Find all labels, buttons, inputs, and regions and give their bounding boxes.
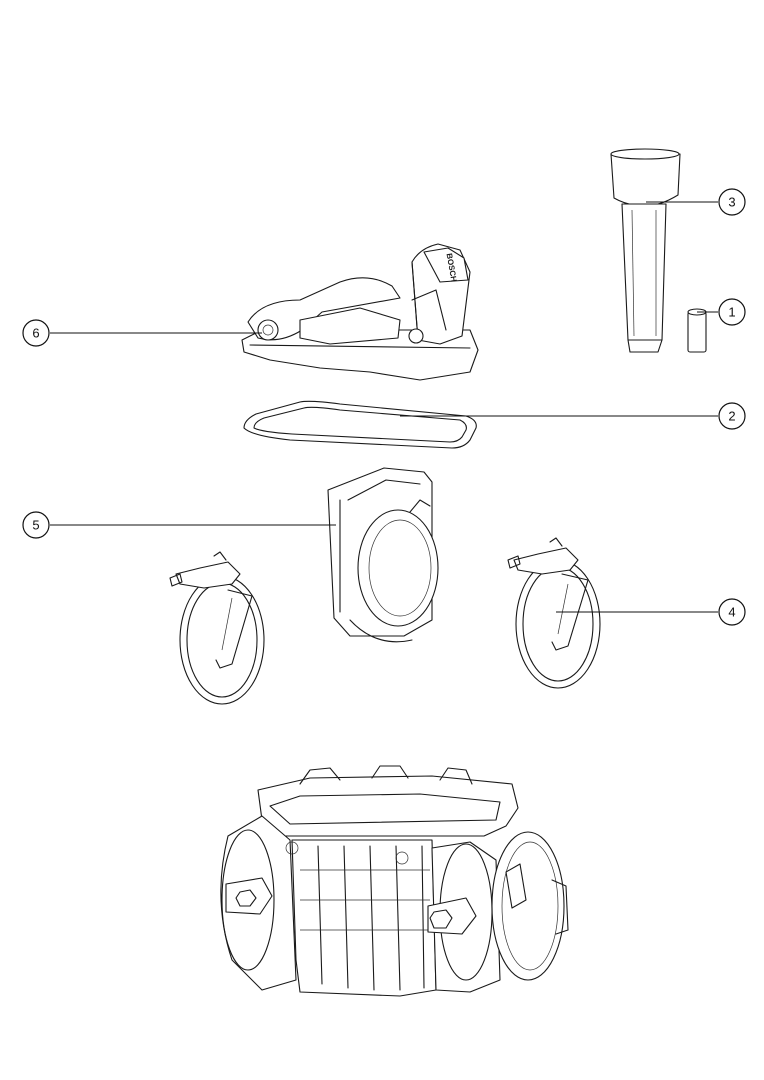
part-1-cylinder bbox=[687, 308, 707, 353]
callout-4: 4 bbox=[718, 598, 746, 626]
callout-1-label: 1 bbox=[728, 305, 735, 320]
part-6-sensor-housing: BOSCH bbox=[241, 243, 479, 381]
leader-lines bbox=[50, 201, 718, 613]
part-4-clamp-left bbox=[169, 551, 265, 705]
callout-5-label: 5 bbox=[32, 518, 39, 533]
callout-3: 3 bbox=[718, 188, 746, 216]
part-5-adapter bbox=[327, 467, 439, 643]
callout-6: 6 bbox=[22, 319, 50, 347]
callout-2-label: 2 bbox=[728, 409, 735, 424]
part-4-clamp-right bbox=[507, 537, 601, 689]
callout-1: 1 bbox=[718, 298, 746, 326]
callout-3-label: 3 bbox=[728, 195, 735, 210]
part-3-sleeve bbox=[610, 148, 681, 353]
callout-5: 5 bbox=[22, 511, 50, 539]
main-housing bbox=[220, 765, 569, 997]
callout-4-label: 4 bbox=[728, 605, 735, 620]
part-2-gasket bbox=[243, 400, 477, 449]
callout-6-label: 6 bbox=[32, 326, 39, 341]
callout-2: 2 bbox=[718, 402, 746, 430]
